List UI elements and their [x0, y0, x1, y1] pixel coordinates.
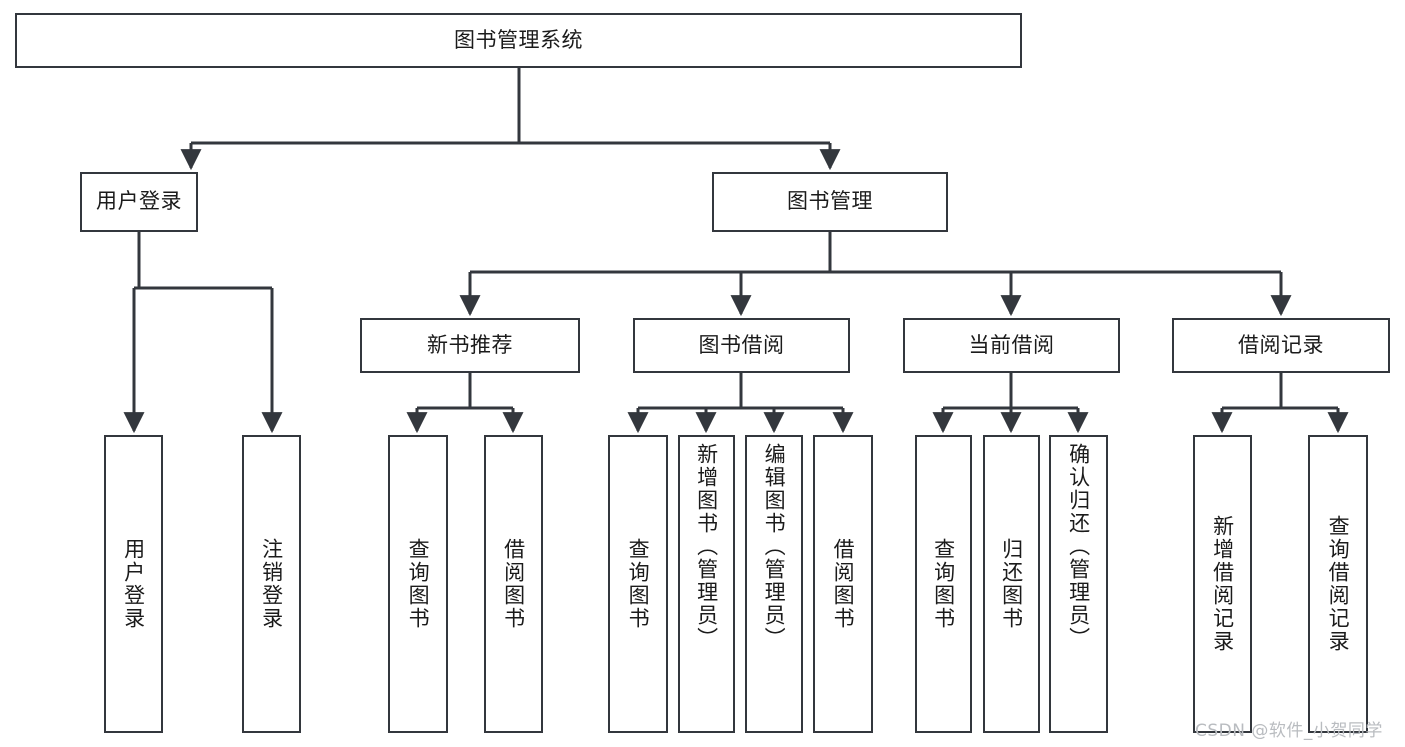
node-new-book-recommend[interactable]: 新书推荐 [360, 318, 580, 373]
leaf-add-book-admin-label: 新增图书（管理员） [694, 443, 719, 650]
leaf-confirm-return-admin[interactable]: 确认归还（管理员） [1049, 435, 1108, 733]
leaf-borrow-book-newbook-label: 借阅图书 [501, 538, 526, 630]
leaf-edit-book-admin-label: 编辑图书（管理员） [762, 443, 787, 650]
leaf-query-borrow-record[interactable]: 查询借阅记录 [1308, 435, 1368, 733]
leaf-query-book-newbook[interactable]: 查询图书 [388, 435, 448, 733]
leaf-edit-book-admin[interactable]: 编辑图书（管理员） [745, 435, 803, 733]
leaf-query-book-borrow-label: 查询图书 [626, 538, 651, 630]
node-book-borrow[interactable]: 图书借阅 [633, 318, 850, 373]
leaf-borrow-book[interactable]: 借阅图书 [813, 435, 873, 733]
node-root-label: 图书管理系统 [454, 27, 583, 52]
node-book-borrow-label: 图书借阅 [698, 332, 785, 357]
leaf-query-book-current-label: 查询图书 [931, 538, 956, 630]
node-user-login[interactable]: 用户登录 [80, 172, 198, 232]
node-new-book-recommend-label: 新书推荐 [427, 332, 513, 357]
node-current-borrow[interactable]: 当前借阅 [903, 318, 1120, 373]
node-book-management-label: 图书管理 [787, 189, 873, 214]
leaf-user-login[interactable]: 用户登录 [104, 435, 163, 733]
node-borrow-record-label: 借阅记录 [1238, 332, 1324, 357]
leaf-logout[interactable]: 注销登录 [242, 435, 301, 733]
leaf-confirm-return-admin-label: 确认归还（管理员） [1066, 443, 1091, 650]
leaf-add-borrow-record[interactable]: 新增借阅记录 [1193, 435, 1252, 733]
node-current-borrow-label: 当前借阅 [968, 332, 1055, 357]
leaf-add-book-admin[interactable]: 新增图书（管理员） [678, 435, 735, 733]
node-root[interactable]: 图书管理系统 [15, 13, 1022, 68]
leaf-query-borrow-record-label: 查询借阅记录 [1326, 515, 1351, 653]
node-book-management[interactable]: 图书管理 [712, 172, 948, 232]
leaf-query-book-current[interactable]: 查询图书 [915, 435, 972, 733]
leaf-return-book[interactable]: 归还图书 [983, 435, 1040, 733]
leaf-borrow-book-label: 借阅图书 [831, 538, 856, 630]
leaf-user-login-label: 用户登录 [121, 538, 146, 630]
leaf-query-book-borrow[interactable]: 查询图书 [608, 435, 668, 733]
leaf-query-book-newbook-label: 查询图书 [406, 538, 431, 630]
leaf-logout-label: 注销登录 [259, 538, 284, 630]
node-borrow-record[interactable]: 借阅记录 [1172, 318, 1390, 373]
leaf-add-borrow-record-label: 新增借阅记录 [1210, 515, 1235, 653]
node-user-login-label: 用户登录 [96, 189, 182, 214]
leaf-borrow-book-newbook[interactable]: 借阅图书 [484, 435, 543, 733]
leaf-return-book-label: 归还图书 [999, 538, 1024, 630]
